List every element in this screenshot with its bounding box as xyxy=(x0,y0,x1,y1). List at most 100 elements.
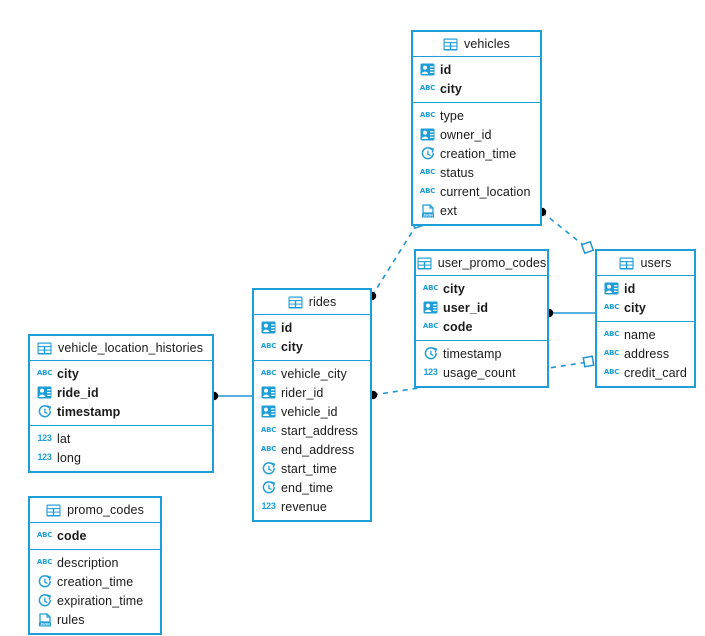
abc-text-icon: ABC xyxy=(419,84,436,92)
column-field[interactable]: start_time xyxy=(254,459,370,478)
field-label: owner_id xyxy=(440,127,492,142)
edge-square-marker xyxy=(580,240,595,255)
abc-text-icon: ABC xyxy=(260,369,277,377)
123-number-icon: 123 xyxy=(37,433,52,443)
table-header-vehicles[interactable]: vehicles xyxy=(413,32,540,57)
abc-text-icon: ABC xyxy=(260,426,277,434)
relationship-vehicles-users[interactable] xyxy=(537,207,595,255)
field-label: rider_id xyxy=(281,385,324,400)
field-label: end_time xyxy=(281,480,334,495)
field-label: long xyxy=(57,450,82,465)
svg-text:JSON: JSON xyxy=(40,622,50,626)
table-icon xyxy=(46,503,61,518)
table-title: rides xyxy=(308,295,337,309)
field-label: type xyxy=(440,108,465,123)
table-header-rides[interactable]: rides xyxy=(254,290,370,315)
field-label: ext xyxy=(440,203,457,218)
primary-key-field[interactable]: ride_id xyxy=(30,383,212,402)
column-field[interactable]: ABC status xyxy=(413,163,540,182)
field-label: code xyxy=(57,528,87,543)
field-label: city xyxy=(624,300,646,315)
column-field[interactable]: end_time xyxy=(254,478,370,497)
column-field[interactable]: JSON rules xyxy=(30,610,160,629)
field-label: start_time xyxy=(281,461,337,476)
clock-icon xyxy=(423,346,438,361)
primary-key-field[interactable]: user_id xyxy=(416,298,547,317)
field-label: timestamp xyxy=(443,346,502,361)
column-field[interactable]: expiration_time xyxy=(30,591,160,610)
column-field[interactable]: 123 long xyxy=(30,448,212,467)
key-person-icon xyxy=(261,385,276,400)
column-field[interactable]: vehicle_id xyxy=(254,402,370,421)
key-person-icon xyxy=(261,320,276,335)
primary-key-field[interactable]: id xyxy=(413,60,540,79)
clock-icon xyxy=(37,593,52,608)
table-header-users[interactable]: users xyxy=(597,251,694,276)
table-icon xyxy=(288,295,303,310)
column-field[interactable]: rider_id xyxy=(254,383,370,402)
123-number-icon: 123 xyxy=(261,501,276,511)
123-number-icon: 123 xyxy=(37,452,52,462)
table-header-promo_codes[interactable]: promo_codes xyxy=(30,498,160,523)
edge-square-marker xyxy=(582,355,595,368)
primary-key-field[interactable]: timestamp xyxy=(30,402,212,421)
primary-key-field[interactable]: id xyxy=(254,318,370,337)
table-title: user_promo_codes xyxy=(437,256,547,270)
field-label: rules xyxy=(57,612,85,627)
field-label: vehicle_id xyxy=(281,404,338,419)
key-person-icon xyxy=(423,300,438,315)
field-label: status xyxy=(440,165,474,180)
clock-icon xyxy=(37,574,52,589)
field-label: id xyxy=(440,62,452,77)
field-label: city xyxy=(443,281,465,296)
abc-text-icon: ABC xyxy=(603,330,620,338)
table-header-user_promo_codes[interactable]: user_promo_codes xyxy=(416,251,547,276)
field-label: credit_card xyxy=(624,365,687,380)
table-title: vehicles xyxy=(464,37,510,51)
primary-key-field[interactable]: id xyxy=(597,279,694,298)
column-field[interactable]: owner_id xyxy=(413,125,540,144)
abc-text-icon: ABC xyxy=(419,168,436,176)
table-icon xyxy=(443,37,458,52)
abc-text-icon: ABC xyxy=(36,558,53,566)
column-field[interactable]: timestamp xyxy=(416,344,547,363)
table-header-vehicle_location_histories[interactable]: vehicle_location_histories xyxy=(30,336,212,361)
column-field[interactable]: creation_time xyxy=(413,144,540,163)
relationship-vlh-rides[interactable] xyxy=(209,391,253,401)
relationship-userpromocodes-users[interactable] xyxy=(544,308,596,318)
table-icon xyxy=(417,256,432,271)
field-label: city xyxy=(281,339,303,354)
column-field[interactable]: creation_time xyxy=(30,572,160,591)
